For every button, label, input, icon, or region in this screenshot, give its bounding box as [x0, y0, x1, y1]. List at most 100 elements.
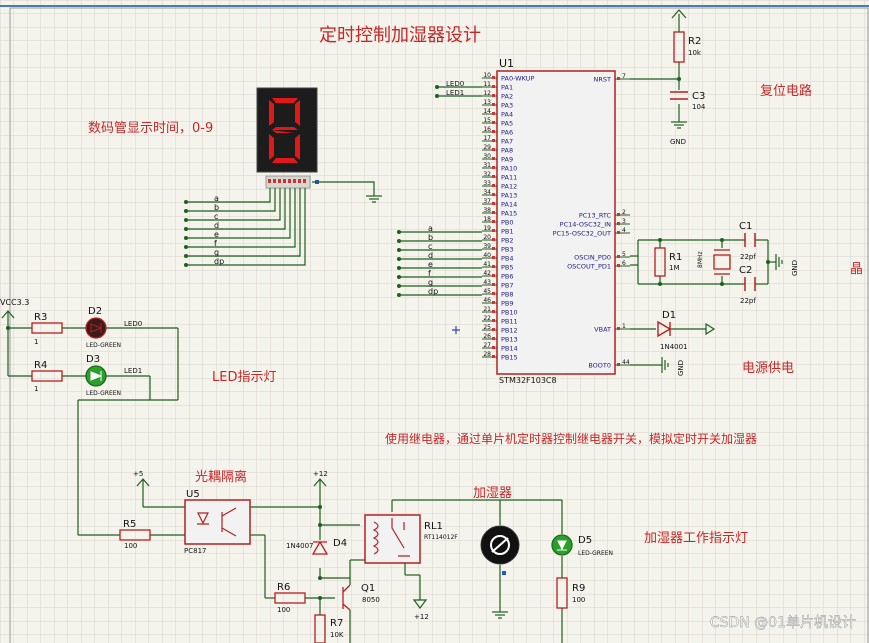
svg-text:PB9: PB9: [501, 300, 514, 308]
svg-text:PA9: PA9: [501, 156, 513, 164]
led0-label: LED0: [124, 320, 142, 328]
svg-text:PA12: PA12: [501, 183, 517, 191]
note-humidifier: 加湿器: [473, 486, 512, 501]
svg-text:PB15: PB15: [501, 354, 518, 362]
c2-ref: C2: [739, 265, 752, 276]
svg-text:27: 27: [483, 342, 491, 349]
svg-text:PA3: PA3: [501, 102, 513, 110]
svg-text:40: 40: [483, 252, 491, 259]
note-reset: 复位电路: [760, 83, 812, 99]
note-crystal: 晶: [850, 262, 863, 277]
diode-d1: [657, 320, 672, 338]
r2-value: 10k: [688, 49, 702, 57]
mcu-right-pins: 7NRST2PC13_RTC3PC14-OSC32_IN4PC15-OSC32_…: [553, 73, 630, 370]
r9-ref: R9: [572, 583, 585, 594]
vcc-arrow-left: [1, 310, 15, 319]
svg-text:PB2: PB2: [501, 237, 514, 245]
r4-ref: R4: [34, 360, 47, 371]
plus12-arrow: [313, 478, 327, 487]
svg-text:29: 29: [483, 144, 491, 151]
svg-text:PA0-WKUP: PA0-WKUP: [501, 75, 534, 83]
svg-text:PB0: PB0: [501, 219, 514, 227]
svg-text:32: 32: [483, 171, 491, 178]
svg-text:PA10: PA10: [501, 165, 517, 173]
q1-ref: Q1: [361, 583, 375, 594]
svg-text:34: 34: [483, 189, 491, 196]
svg-text:PB5: PB5: [501, 264, 514, 272]
svg-text:OSCIN_PD0: OSCIN_PD0: [574, 254, 611, 262]
svg-text:12: 12: [483, 90, 491, 97]
resistor-r6: [274, 592, 306, 604]
svg-text:PA5: PA5: [501, 120, 513, 128]
svg-text:OSCOUT_PD1: OSCOUT_PD1: [567, 263, 611, 271]
d1-ref: D1: [662, 310, 676, 321]
svg-text:BOOT0: BOOT0: [588, 362, 611, 370]
svg-text:PA7: PA7: [501, 138, 513, 146]
svg-text:PC13_RTC: PC13_RTC: [579, 212, 612, 220]
net-label-led0: LED0: [446, 80, 464, 88]
x1-value: 8MHz: [697, 251, 704, 268]
note-led: LED指示灯: [212, 370, 276, 385]
mcu-pin-pb0: 18 PB0: [482, 216, 514, 227]
svg-text:PA15: PA15: [501, 210, 517, 218]
pb-bus-wires: [399, 231, 482, 296]
resistor-r4: [31, 370, 63, 382]
seg-net-label-dp: dp: [214, 257, 224, 266]
c3-value: 104: [692, 103, 706, 111]
r5-ref: R5: [123, 519, 136, 530]
svg-text:21: 21: [483, 306, 491, 313]
plus12-label-relay: +12: [414, 613, 429, 621]
svg-text:PB1: PB1: [501, 228, 514, 236]
d5-value: LED-GREEN: [578, 550, 613, 557]
rl1-value: RT114012F: [424, 534, 458, 541]
mcu-pin-pb5: 41 PB5: [482, 261, 514, 272]
svg-text:18: 18: [483, 216, 491, 223]
svg-text:45: 45: [483, 288, 491, 295]
crystal-x1: [713, 249, 731, 275]
svg-text:1: 1: [622, 323, 626, 330]
pb-net-label-d: d: [428, 251, 433, 260]
resistor-r5: [119, 529, 151, 541]
svg-text:25: 25: [483, 324, 491, 331]
note-power: 电源供电: [742, 361, 794, 376]
vcc-label: VCC3.3: [0, 298, 29, 307]
origin-marker: [452, 326, 460, 334]
svg-text:PA1: PA1: [501, 84, 513, 92]
vcc-arrow-top: [671, 9, 687, 19]
svg-text:PC14-OSC32_IN: PC14-OSC32_IN: [560, 221, 611, 229]
mcu-part: STM32F103C8: [499, 376, 557, 385]
svg-text:6: 6: [622, 260, 626, 267]
pb-net-label-e: e: [428, 260, 433, 269]
svg-text:39: 39: [483, 243, 491, 250]
svg-text:19: 19: [483, 225, 491, 232]
pb-net-label-c: c: [428, 242, 432, 251]
svg-text:38: 38: [483, 207, 491, 214]
watermark: CSDN @01单片机设计: [710, 615, 856, 631]
plus5-label: +5: [133, 470, 143, 478]
d1-value: 1N4001: [660, 343, 688, 351]
svg-text:31: 31: [483, 162, 491, 169]
d4-value: 1N4007: [286, 542, 314, 550]
svg-text:41: 41: [483, 261, 491, 268]
vbat-supply-arrow: [705, 322, 716, 336]
r3-ref: R3: [34, 312, 47, 323]
mcu-pin-pa10: 31 PA10: [482, 162, 517, 173]
plus5-arrow: [136, 478, 150, 487]
svg-text:37: 37: [483, 198, 491, 205]
svg-text:22: 22: [483, 315, 491, 322]
